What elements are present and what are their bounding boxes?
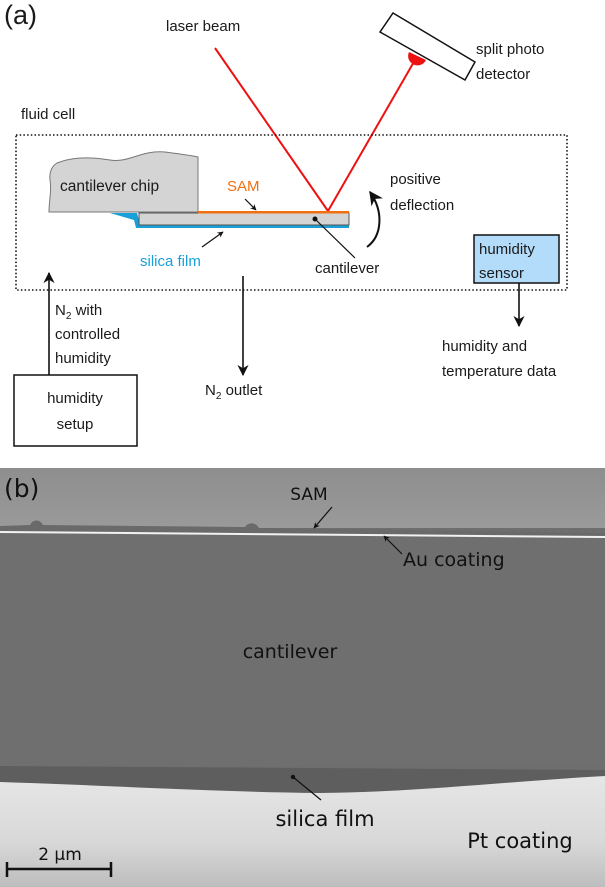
cantilever-chip-label: cantilever chip (60, 178, 159, 195)
n2-inlet-line1: N2 with (55, 302, 102, 322)
laser-beam-incident (214, 47, 329, 212)
sam-pointer-arrow (244, 198, 257, 211)
humidity-sensor (473, 234, 560, 284)
sem-au-arrow (383, 535, 403, 555)
detector-label-line1: split photo (476, 41, 544, 58)
sem-cantilever-body (0, 538, 605, 766)
humidity-setup-line2: setup (57, 416, 94, 433)
fluid-cell-boundary (15, 134, 568, 291)
sem-silica-band (0, 766, 605, 793)
sem-sam-layer (0, 520, 605, 536)
positive-deflection-line1: positive (390, 171, 441, 188)
humidity-sensor-line2: sensor (479, 265, 524, 282)
sem-sam-arrow (313, 506, 333, 529)
sem-silica-pointer (292, 776, 322, 801)
split-photo-detector (82, 13, 175, 79)
panel-b-label: (b) (4, 474, 39, 503)
humidity-sensor-line1: humidity (479, 241, 535, 258)
n2-inlet-line3: humidity (55, 350, 111, 367)
panel-b: (b) SAM Au coating cantilever silica fil… (0, 468, 605, 887)
cantilever-label: cantilever (315, 260, 379, 277)
photo-detector-box (378, 11, 477, 82)
panel-a-label: (a) (4, 0, 37, 30)
positive-deflection-line2: deflection (390, 197, 454, 214)
n2-outlet-label: N2 outlet (205, 382, 263, 402)
sem-sam-label: SAM (290, 485, 327, 505)
sem-pt-region (0, 776, 605, 887)
cantilever-pointer-line (314, 218, 356, 259)
fluid-cell-label: fluid cell (21, 106, 75, 123)
sam-layer (198, 211, 349, 214)
sem-cantilever-label: cantilever (243, 641, 338, 663)
sem-silica-label: silica film (275, 807, 374, 831)
detector-label-line2: detector (476, 66, 530, 83)
data-label-line2: temperature data (442, 363, 557, 380)
silica-film-label: silica film (140, 253, 201, 270)
sam-label: SAM (227, 178, 260, 195)
cantilever-chip (48, 151, 199, 213)
scale-bar (5, 862, 113, 877)
sem-au-layer (0, 531, 605, 538)
panel-a: (a) laser beam split photo detector flui… (4, 0, 568, 447)
scale-bar-label: 2 µm (38, 845, 82, 865)
laser-beam-label: laser beam (166, 18, 240, 35)
n2-inlet-line2: controlled (55, 326, 120, 343)
data-label-line1: humidity and (442, 338, 527, 355)
sem-pt-label: Pt coating (467, 829, 573, 853)
humidity-setup-line1: humidity (47, 390, 103, 407)
humidity-setup-box (13, 374, 138, 447)
sem-au-label: Au coating (403, 549, 505, 571)
deflection-arrow (366, 190, 383, 248)
silica-pointer-arrow (201, 231, 224, 248)
laser-spot (408, 52, 426, 66)
sem-top-region (0, 468, 605, 528)
